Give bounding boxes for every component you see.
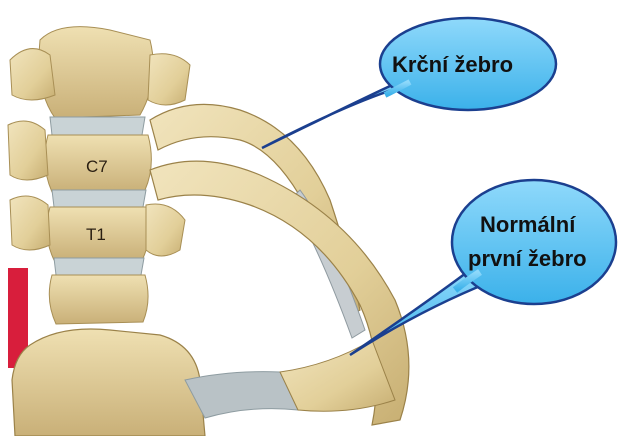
callout-label-first-rib-line1: Normální bbox=[480, 212, 576, 237]
cervical-rib-shape bbox=[150, 104, 360, 318]
callout-cervical-rib: Krční žebro bbox=[262, 18, 556, 148]
callout-first-rib: Normální první žebro bbox=[350, 180, 616, 355]
costal-cartilage-shape bbox=[185, 372, 298, 418]
callout-label-first-rib-line2: první žebro bbox=[468, 246, 587, 271]
label-c7: C7 bbox=[86, 157, 108, 176]
manubrium-shape bbox=[12, 329, 205, 436]
callout-label-cervical-rib: Krční žebro bbox=[392, 52, 513, 77]
label-t1: T1 bbox=[86, 225, 106, 244]
